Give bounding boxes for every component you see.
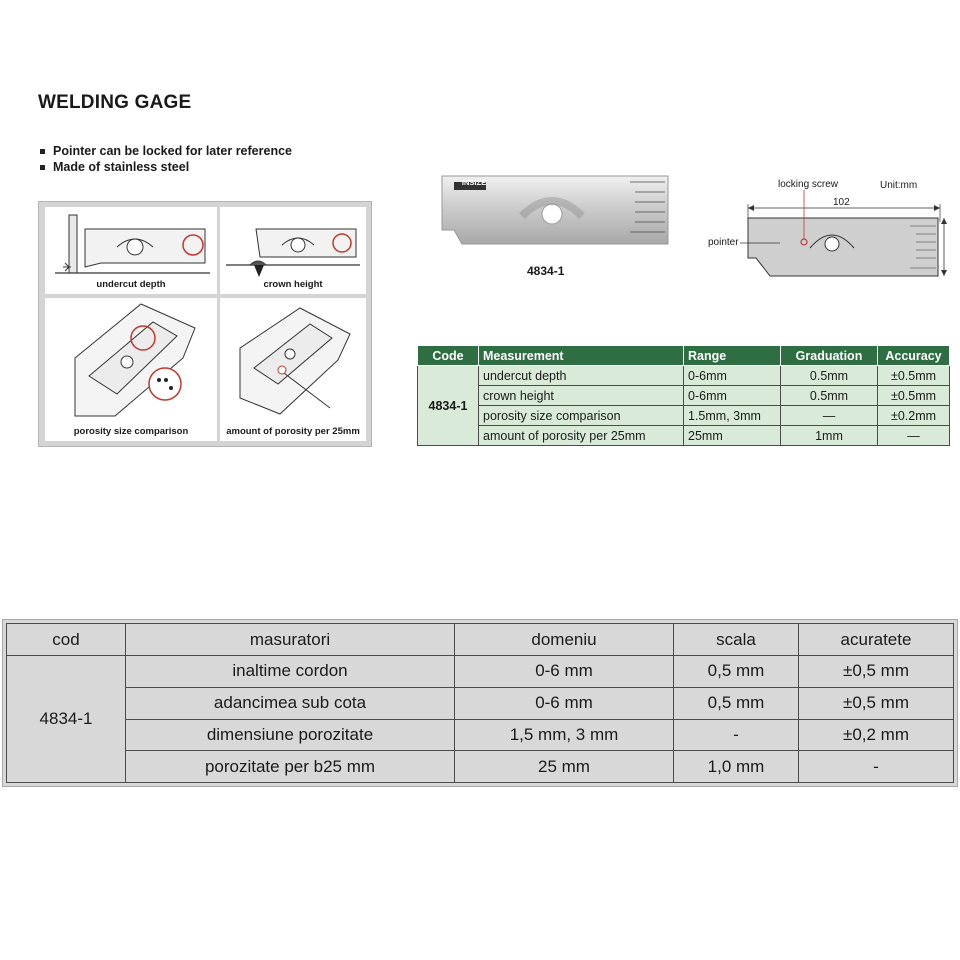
illustration-crown-height: crown height: [220, 207, 366, 294]
measurement-cell: porosity size comparison: [478, 405, 684, 426]
technical-drawing: [740, 190, 947, 277]
ro-scala-cell: -: [673, 718, 799, 752]
table-row: dimensiune porozitate 1,5 mm, 3 mm - ±0,…: [7, 718, 954, 752]
ro-header-scala: scala: [673, 623, 799, 656]
measurement-cell: crown height: [478, 385, 684, 406]
table-row: adancimea sub cota 0-6 mm 0,5 mm ±0,5 mm: [7, 686, 954, 720]
porosity-size-drawing: [74, 303, 196, 417]
table-row: crown height 0-6mm 0.5mm ±0.5mm: [418, 385, 950, 406]
ro-code-cell: 4834-1: [6, 655, 126, 783]
spec-table-ro-container: cod masuratori domeniu scala acuratete 4…: [2, 619, 958, 787]
ro-scala-cell: 0,5 mm: [673, 655, 799, 688]
header-graduation: Graduation: [780, 345, 878, 366]
range-cell: 25mm: [683, 425, 781, 446]
unit-label: Unit:mm: [880, 180, 918, 191]
ro-masuratori-cell: porozitate per b25 mm: [125, 750, 455, 783]
illustration-porosity-amount: amount of porosity per 25mm: [220, 298, 366, 441]
svg-text:INSIZE: INSIZE: [462, 178, 486, 187]
length-dimension: 102: [833, 197, 850, 208]
ro-acuratete-cell: ±0,5 mm: [798, 686, 954, 720]
page-title: WELDING GAGE: [38, 92, 192, 113]
accuracy-cell: —: [877, 425, 950, 446]
graduation-cell: 1mm: [780, 425, 878, 446]
feature-item: Pointer can be locked for later referenc…: [38, 143, 292, 159]
header-measurement: Measurement: [478, 345, 684, 366]
ro-header-acuratete: acuratete: [798, 623, 954, 656]
graduation-cell: 0.5mm: [780, 385, 878, 406]
ro-header-masuratori: masuratori: [125, 623, 455, 656]
product-photo: [441, 175, 669, 245]
ro-header-row: cod masuratori domeniu scala acuratete: [6, 623, 954, 656]
graduation-cell: 0.5mm: [780, 365, 878, 386]
illustration-undercut-depth: undercut depth: [45, 207, 217, 294]
photo-model-label: 4834-1: [527, 264, 565, 278]
ro-domeniu-cell: 0-6 mm: [454, 655, 674, 688]
table-row: 4834-1 inaltime cordon 0-6 mm 0,5 mm ±0,…: [6, 655, 954, 783]
spec-header-row: Code Measurement Range Graduation Accura…: [417, 345, 950, 366]
ro-scala-cell: 1,0 mm: [673, 750, 799, 783]
range-cell: 1.5mm, 3mm: [683, 405, 781, 426]
range-cell: 0-6mm: [683, 365, 781, 386]
table-row: porozitate per b25 mm 25 mm 1,0 mm -: [7, 750, 954, 783]
table-row: porosity size comparison 1.5mm, 3mm — ±0…: [418, 405, 950, 426]
ro-masuratori-cell: adancimea sub cota: [125, 686, 455, 720]
bullet-icon: [40, 148, 45, 154]
header-accuracy: Accuracy: [877, 345, 950, 366]
porosity-amount-drawing: [239, 307, 351, 415]
bullet-icon: [40, 164, 45, 170]
accuracy-cell: ±0.5mm: [877, 385, 950, 406]
caption-porosity-size: porosity size comparison: [73, 426, 189, 437]
caption-undercut-depth: undercut depth: [96, 279, 166, 290]
measurement-cell: amount of porosity per 25mm: [478, 425, 684, 446]
pointer-label: pointer: [708, 237, 739, 248]
ro-acuratete-cell: ±0,2 mm: [798, 718, 954, 752]
ro-masuratori-cell: inaltime cordon: [125, 655, 455, 688]
ro-acuratete-cell: ±0,5 mm: [798, 655, 954, 688]
ro-domeniu-cell: 0-6 mm: [454, 686, 674, 720]
table-row: 4834-1 undercut depth 0-6mm 0.5mm ±0.5mm: [417, 365, 950, 446]
caption-porosity-amount: amount of porosity per 25mm: [226, 426, 360, 437]
accuracy-cell: ±0.5mm: [877, 365, 950, 386]
ro-header-domeniu: domeniu: [454, 623, 674, 656]
header-code: Code: [417, 345, 479, 366]
brand-logo: INSIZE: [462, 178, 486, 187]
graduation-cell: —: [780, 405, 878, 426]
locking-screw-label: locking screw: [778, 179, 839, 190]
feature-item: Made of stainless steel: [38, 159, 292, 175]
accuracy-cell: ±0.2mm: [877, 405, 950, 426]
ro-domeniu-cell: 1,5 mm, 3 mm: [454, 718, 674, 752]
feature-list: Pointer can be locked for later referenc…: [38, 143, 292, 175]
caption-crown-height: crown height: [263, 279, 323, 290]
ro-scala-cell: 0,5 mm: [673, 686, 799, 720]
undercut-depth-drawing: [55, 214, 210, 274]
measurement-cell: undercut depth: [478, 365, 684, 386]
usage-illustrations: undercut depth crown height porosity siz…: [38, 201, 372, 447]
header-range: Range: [683, 345, 781, 366]
spec-table-ro: cod masuratori domeniu scala acuratete 4…: [6, 623, 954, 783]
ro-domeniu-cell: 25 mm: [454, 750, 674, 783]
range-cell: 0-6mm: [683, 385, 781, 406]
code-cell: 4834-1: [417, 365, 479, 446]
ro-masuratori-cell: dimensiune porozitate: [125, 718, 455, 752]
illustration-porosity-size: porosity size comparison: [45, 298, 217, 441]
table-row: amount of porosity per 25mm 25mm 1mm —: [418, 425, 950, 446]
crown-height-drawing: [226, 228, 360, 277]
ro-acuratete-cell: -: [798, 750, 954, 783]
spec-table-en: Code Measurement Range Graduation Accura…: [417, 345, 950, 446]
ro-header-cod: cod: [6, 623, 126, 656]
